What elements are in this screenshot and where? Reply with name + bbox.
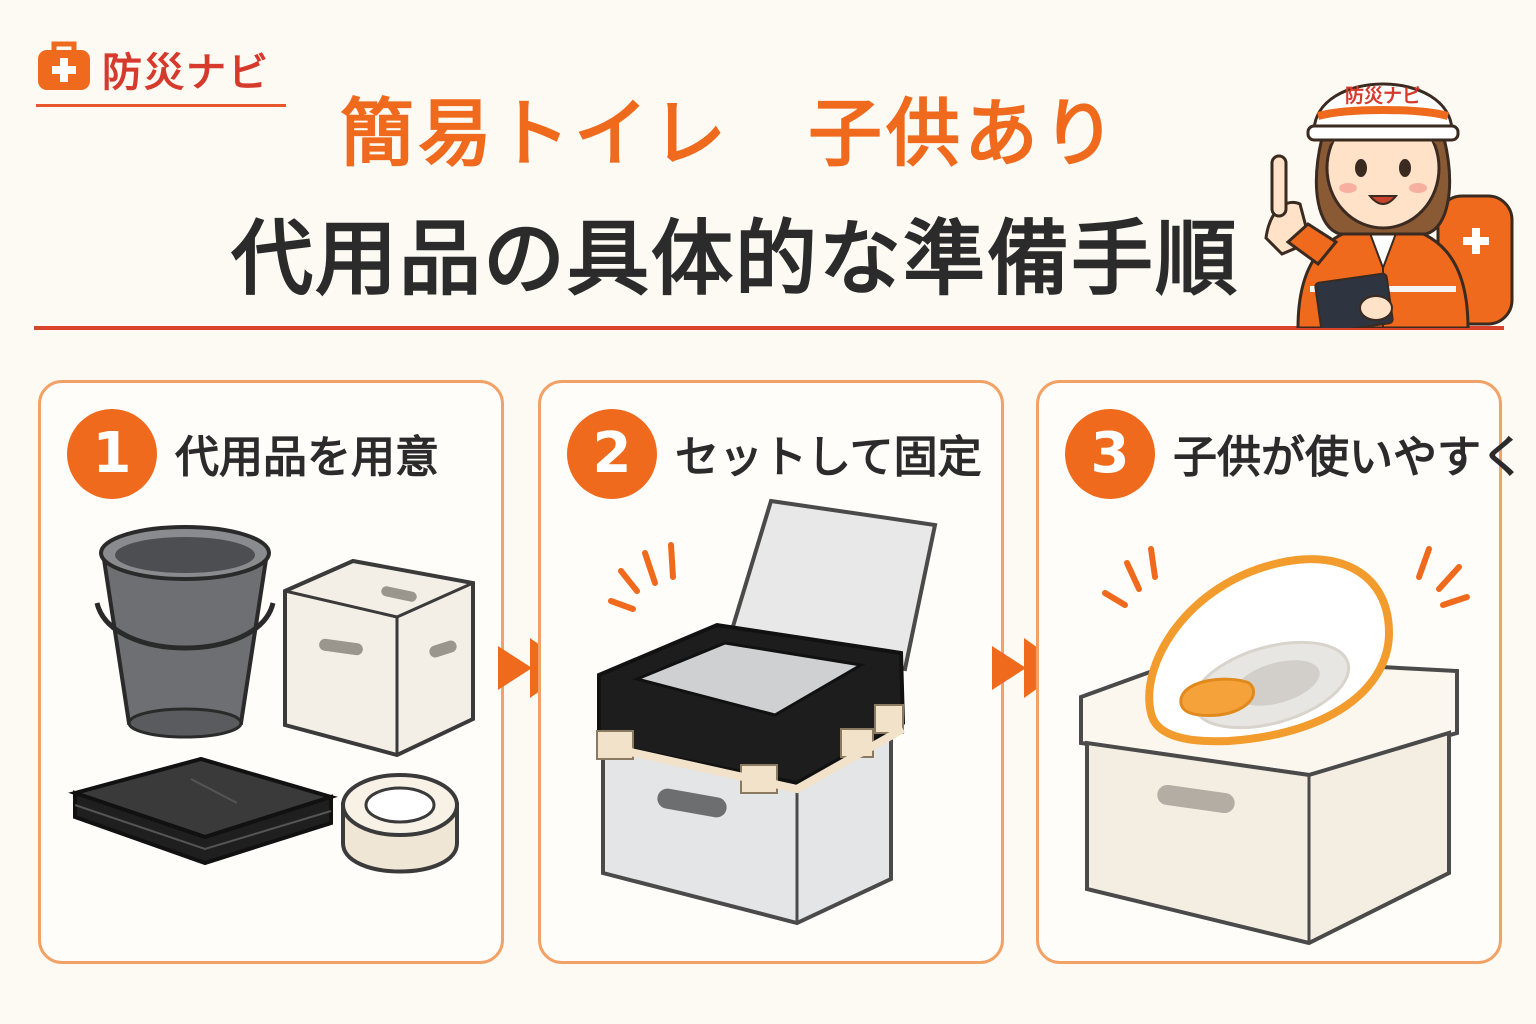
bucket-icon <box>94 525 276 739</box>
page-title: 簡易トイレ 子供あり <box>340 91 1120 177</box>
storage-box-icon <box>283 558 475 758</box>
step-number-badge: 1 <box>67 409 157 499</box>
step-card-2: 2 セットして固定 <box>538 380 1004 964</box>
helmet-label: 防災ナビ <box>1345 84 1421 107</box>
step-number-badge: 2 <box>567 409 657 499</box>
garbage-bag-icon <box>68 756 338 866</box>
sparkle-lines <box>608 542 676 612</box>
header-divider <box>34 326 1504 330</box>
brand-name: 防災ナビ <box>102 50 270 96</box>
step-label: セットして固定 <box>675 432 982 483</box>
first-aid-bag-icon <box>38 41 90 90</box>
box-toilet-icon <box>596 622 906 926</box>
tape-roll-icon <box>341 773 459 874</box>
sparkle-lines <box>1102 546 1470 608</box>
mascot-character: 防災ナビ <box>1264 82 1514 328</box>
step-card-1: 1 代用品を用意 <box>38 380 504 964</box>
step-card-3: 3 子供が使いやすく <box>1036 380 1525 964</box>
logo-underline <box>36 104 286 107</box>
substitute-items-illustration <box>68 525 475 874</box>
potty-seat-box-illustration <box>1079 546 1470 946</box>
page-subtitle: 代用品の具体的な準備手順 <box>230 212 1239 307</box>
potty-seat-icon <box>1145 555 1394 746</box>
step-number-badge: 3 <box>1065 409 1155 499</box>
step-label: 代用品を用意 <box>175 432 439 483</box>
step-label: 子供が使いやすく <box>1173 432 1525 483</box>
box-toilet-setup-illustration <box>596 498 938 926</box>
brand-logo: 防災ナビ <box>36 34 286 114</box>
